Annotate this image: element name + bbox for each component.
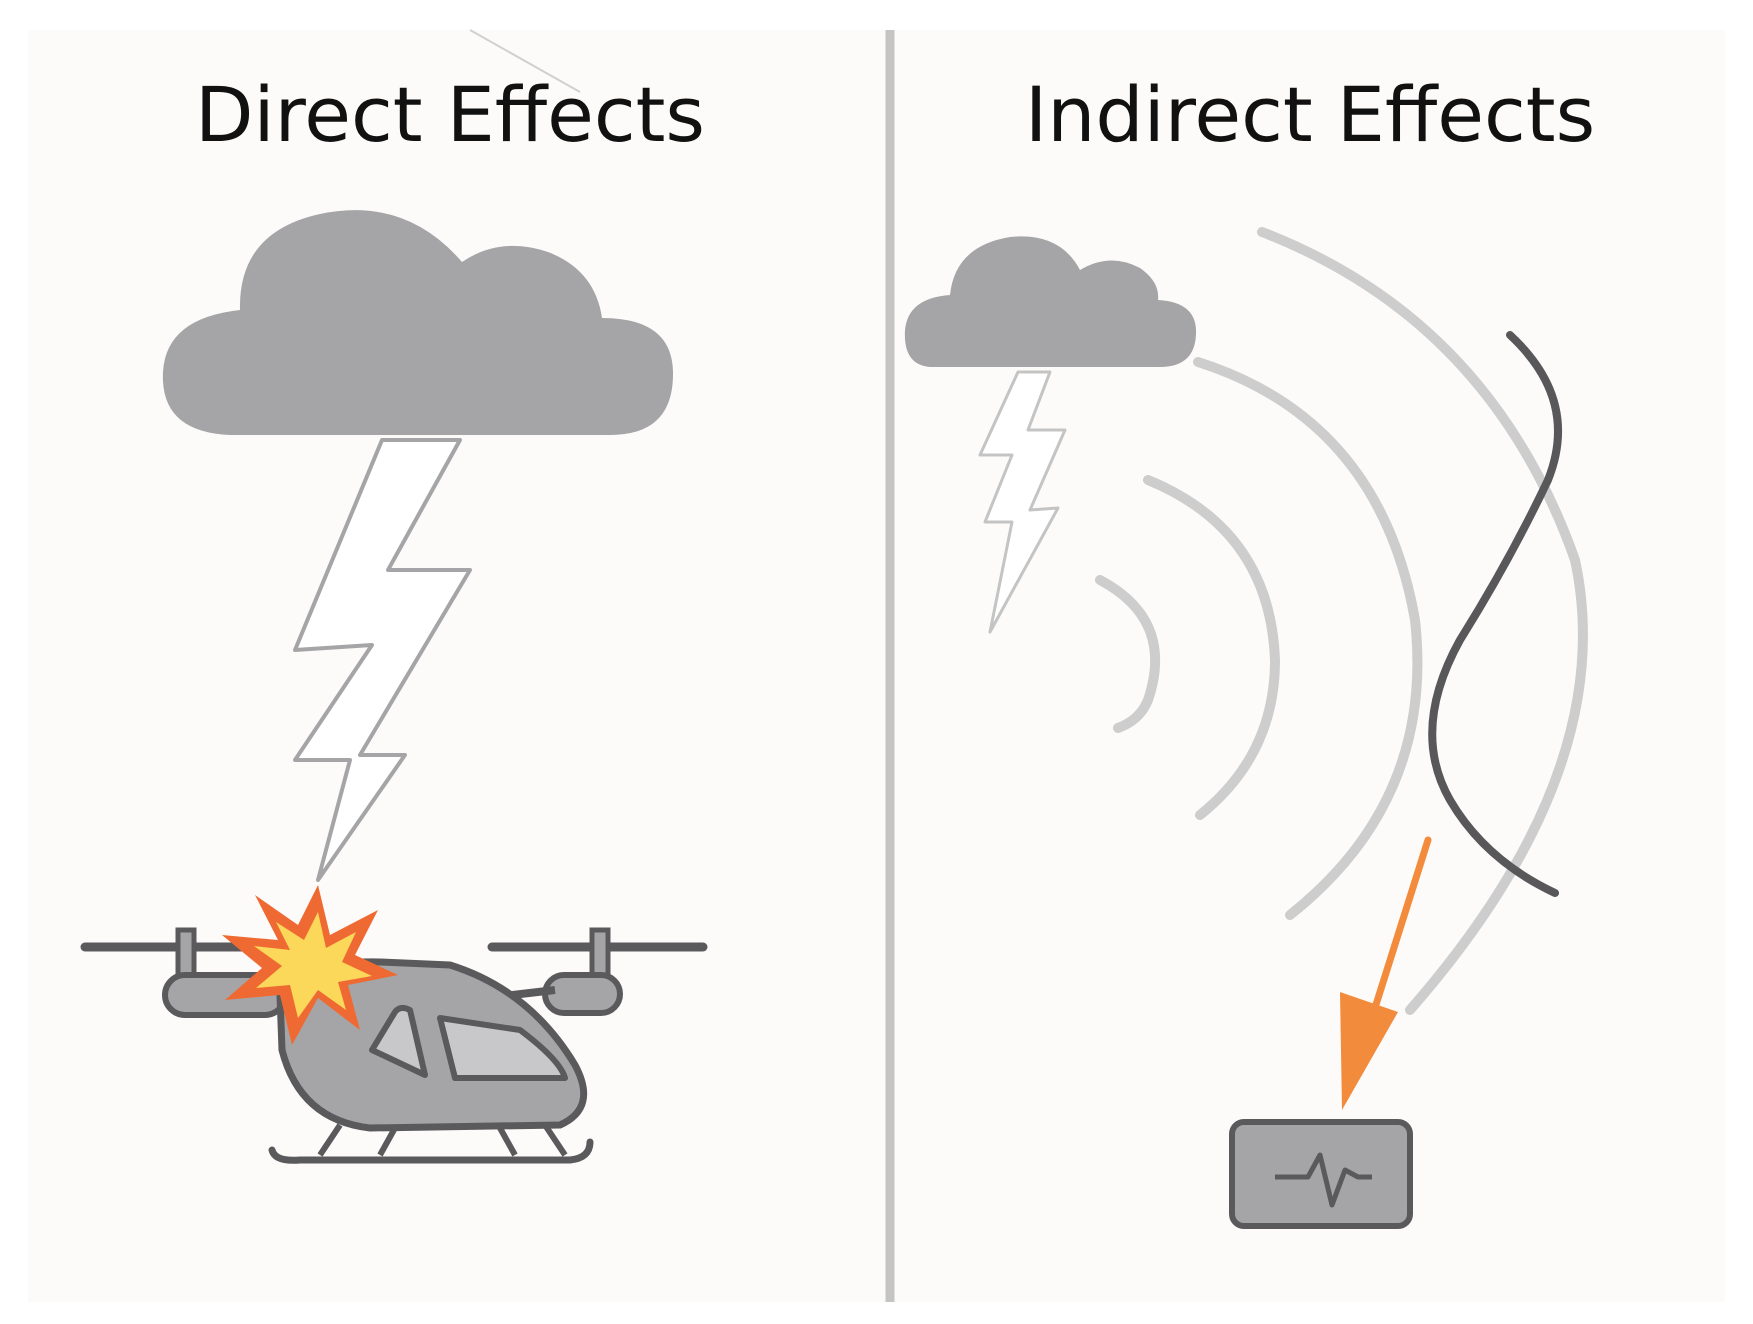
storm-cloud-icon [162, 210, 674, 435]
lightning-bolt-icon [978, 370, 1067, 634]
cable-icon [1428, 331, 1562, 897]
field-wave-icon [1095, 227, 1588, 1015]
lightning-bolt-icon [293, 438, 472, 882]
aircraft-icon [80, 927, 708, 1164]
strike-burst-icon [222, 885, 398, 1045]
storm-cloud-icon [904, 236, 1197, 367]
avionics-box-icon [1229, 1119, 1413, 1229]
panel-title-direct-effects: Direct Effects [194, 70, 706, 159]
panel-title-indirect-effects: Indirect Effects [1024, 70, 1596, 159]
induced-current-arrow-icon [1340, 836, 1432, 1110]
sketch-line [469, 29, 581, 93]
